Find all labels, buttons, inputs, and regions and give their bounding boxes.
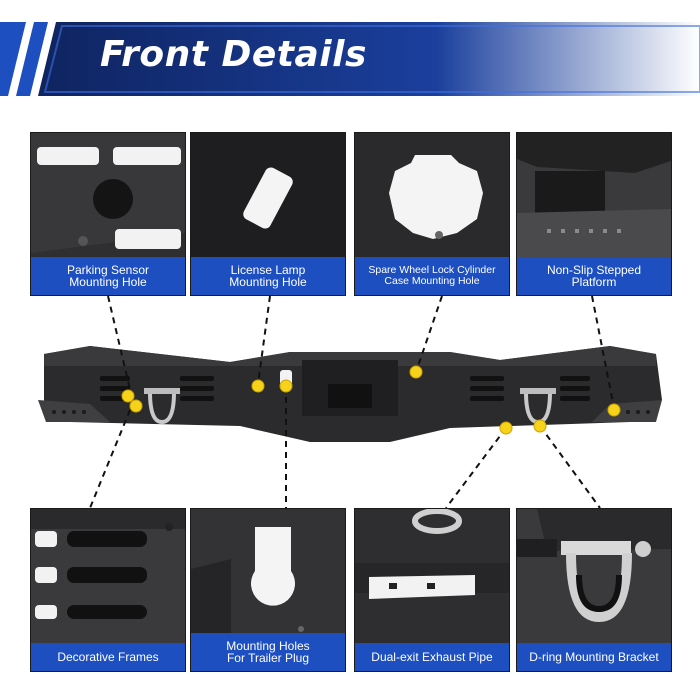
marker-dot: [129, 399, 143, 413]
caption-decorative-frames: Decorative Frames: [31, 643, 185, 671]
header-banner: [0, 22, 700, 96]
panel-spare-wheel-lock: Spare Wheel Lock Cylinder Case Mounting …: [354, 132, 510, 296]
marker-dot: [121, 389, 135, 403]
marker-dot: [533, 419, 547, 433]
caption-spare-wheel-lock: Spare Wheel Lock Cylinder Case Mounting …: [355, 257, 509, 295]
callout-line-exhaust: [445, 427, 507, 509]
banner-stripe-left: [0, 22, 26, 96]
caption-exhaust-pipe: Dual-exit Exhaust Pipe: [355, 643, 509, 671]
panel-decorative-frames: Decorative Frames: [30, 508, 186, 672]
marker-dot: [409, 365, 423, 379]
panel-exhaust-pipe: Dual-exit Exhaust Pipe: [354, 508, 510, 672]
caption-stepped-platform: Non-Slip Stepped Platform: [517, 257, 671, 295]
panel-trailer-plug: Mounting Holes For Trailer Plug: [190, 508, 346, 672]
caption-license-lamp: License Lamp Mounting Hole: [191, 257, 345, 295]
page-title: Front Details: [100, 34, 367, 75]
callout-line-license-lamp: [257, 295, 271, 385]
banner-body: [38, 22, 700, 96]
callout-line-parking-sensor: [107, 295, 133, 399]
panel-stepped-platform: Non-Slip Stepped Platform: [516, 132, 672, 296]
panel-parking-sensor: Parking Sensor Mounting Hole: [30, 132, 186, 296]
panel-license-lamp: License Lamp Mounting Hole: [190, 132, 346, 296]
callout-line-decorative-frames: [89, 409, 131, 509]
panel-d-ring-bracket: D-ring Mounting Bracket: [516, 508, 672, 672]
callout-line-d-ring: [539, 425, 601, 509]
rear-bumper-illustration: [38, 346, 662, 442]
marker-dot: [279, 379, 293, 393]
marker-dot: [251, 379, 265, 393]
marker-dot: [499, 421, 513, 435]
caption-d-ring-bracket: D-ring Mounting Bracket: [517, 643, 671, 671]
banner-stripe-mid: [16, 22, 48, 96]
marker-dot: [607, 403, 621, 417]
callout-line-stepped-platform: [591, 295, 615, 409]
caption-parking-sensor: Parking Sensor Mounting Hole: [31, 257, 185, 295]
callout-line-spare-wheel: [415, 295, 443, 373]
caption-trailer-plug: Mounting Holes For Trailer Plug: [191, 633, 345, 671]
